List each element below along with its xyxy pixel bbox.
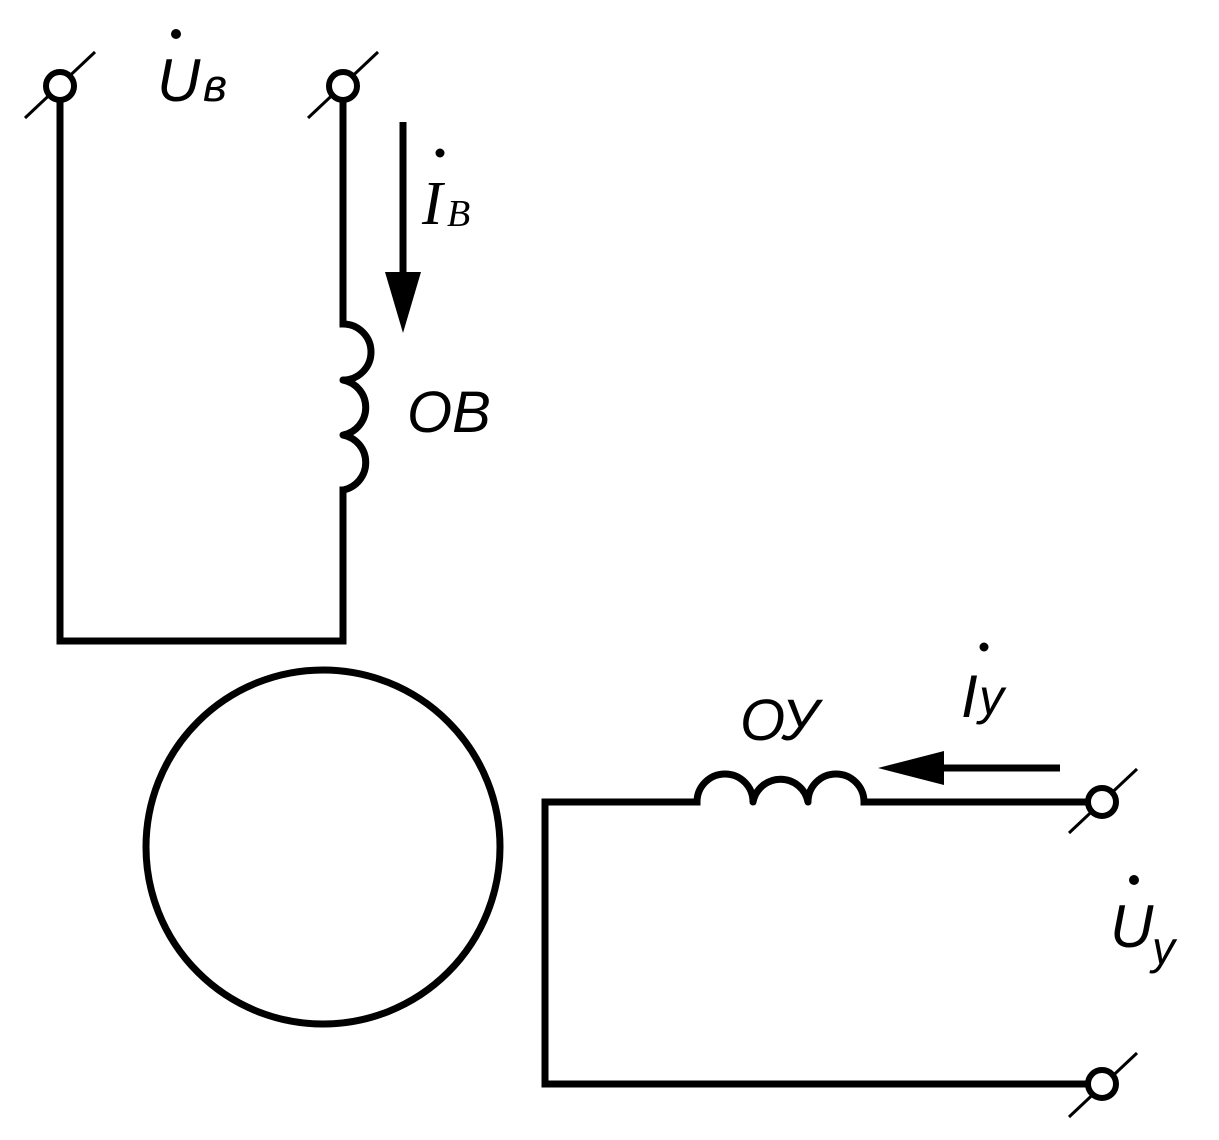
field-current-arrow [385, 122, 421, 333]
label-control-coil: ОУ [740, 688, 823, 753]
label-i-control-main: I [961, 663, 978, 730]
field-coil [339, 320, 375, 494]
terminal-circle [43, 69, 77, 103]
label-i-field-sub: B [447, 193, 470, 235]
terminal-circle [1085, 785, 1119, 819]
label-u-control-main: U [1110, 893, 1154, 960]
label-u-field: U в [157, 29, 227, 114]
phasor-dot [979, 642, 989, 652]
label-u-field-sub: в [203, 59, 227, 111]
label-i-control-sub: у [976, 669, 1007, 725]
label-i-field-main: I [421, 170, 446, 238]
terminal-circle [326, 69, 360, 103]
field-terminal-left [23, 50, 97, 120]
control-winding-circuit [541, 770, 1094, 1088]
control-left-wire [541, 798, 1094, 1088]
label-u-field-main: U [157, 47, 201, 114]
label-u-control: U у [1110, 875, 1178, 974]
phasor-dot [435, 148, 445, 158]
rotor-circle [142, 666, 504, 1028]
control-terminal-bottom [1067, 1051, 1139, 1119]
control-coil [693, 770, 868, 806]
label-i-field: I B [421, 148, 470, 238]
label-i-control: I у [961, 642, 1007, 730]
terminal-circle [1085, 1067, 1119, 1101]
field-winding-circuit [56, 96, 375, 645]
field-left-wire [56, 96, 347, 645]
control-current-arrow [878, 751, 1060, 785]
label-field-coil: ОВ [407, 380, 491, 445]
phasor-dot [1129, 875, 1139, 885]
label-u-control-sub: у [1149, 922, 1178, 974]
field-terminal-right [306, 50, 380, 120]
control-terminal-top [1067, 767, 1139, 835]
phasor-dot [171, 29, 181, 39]
